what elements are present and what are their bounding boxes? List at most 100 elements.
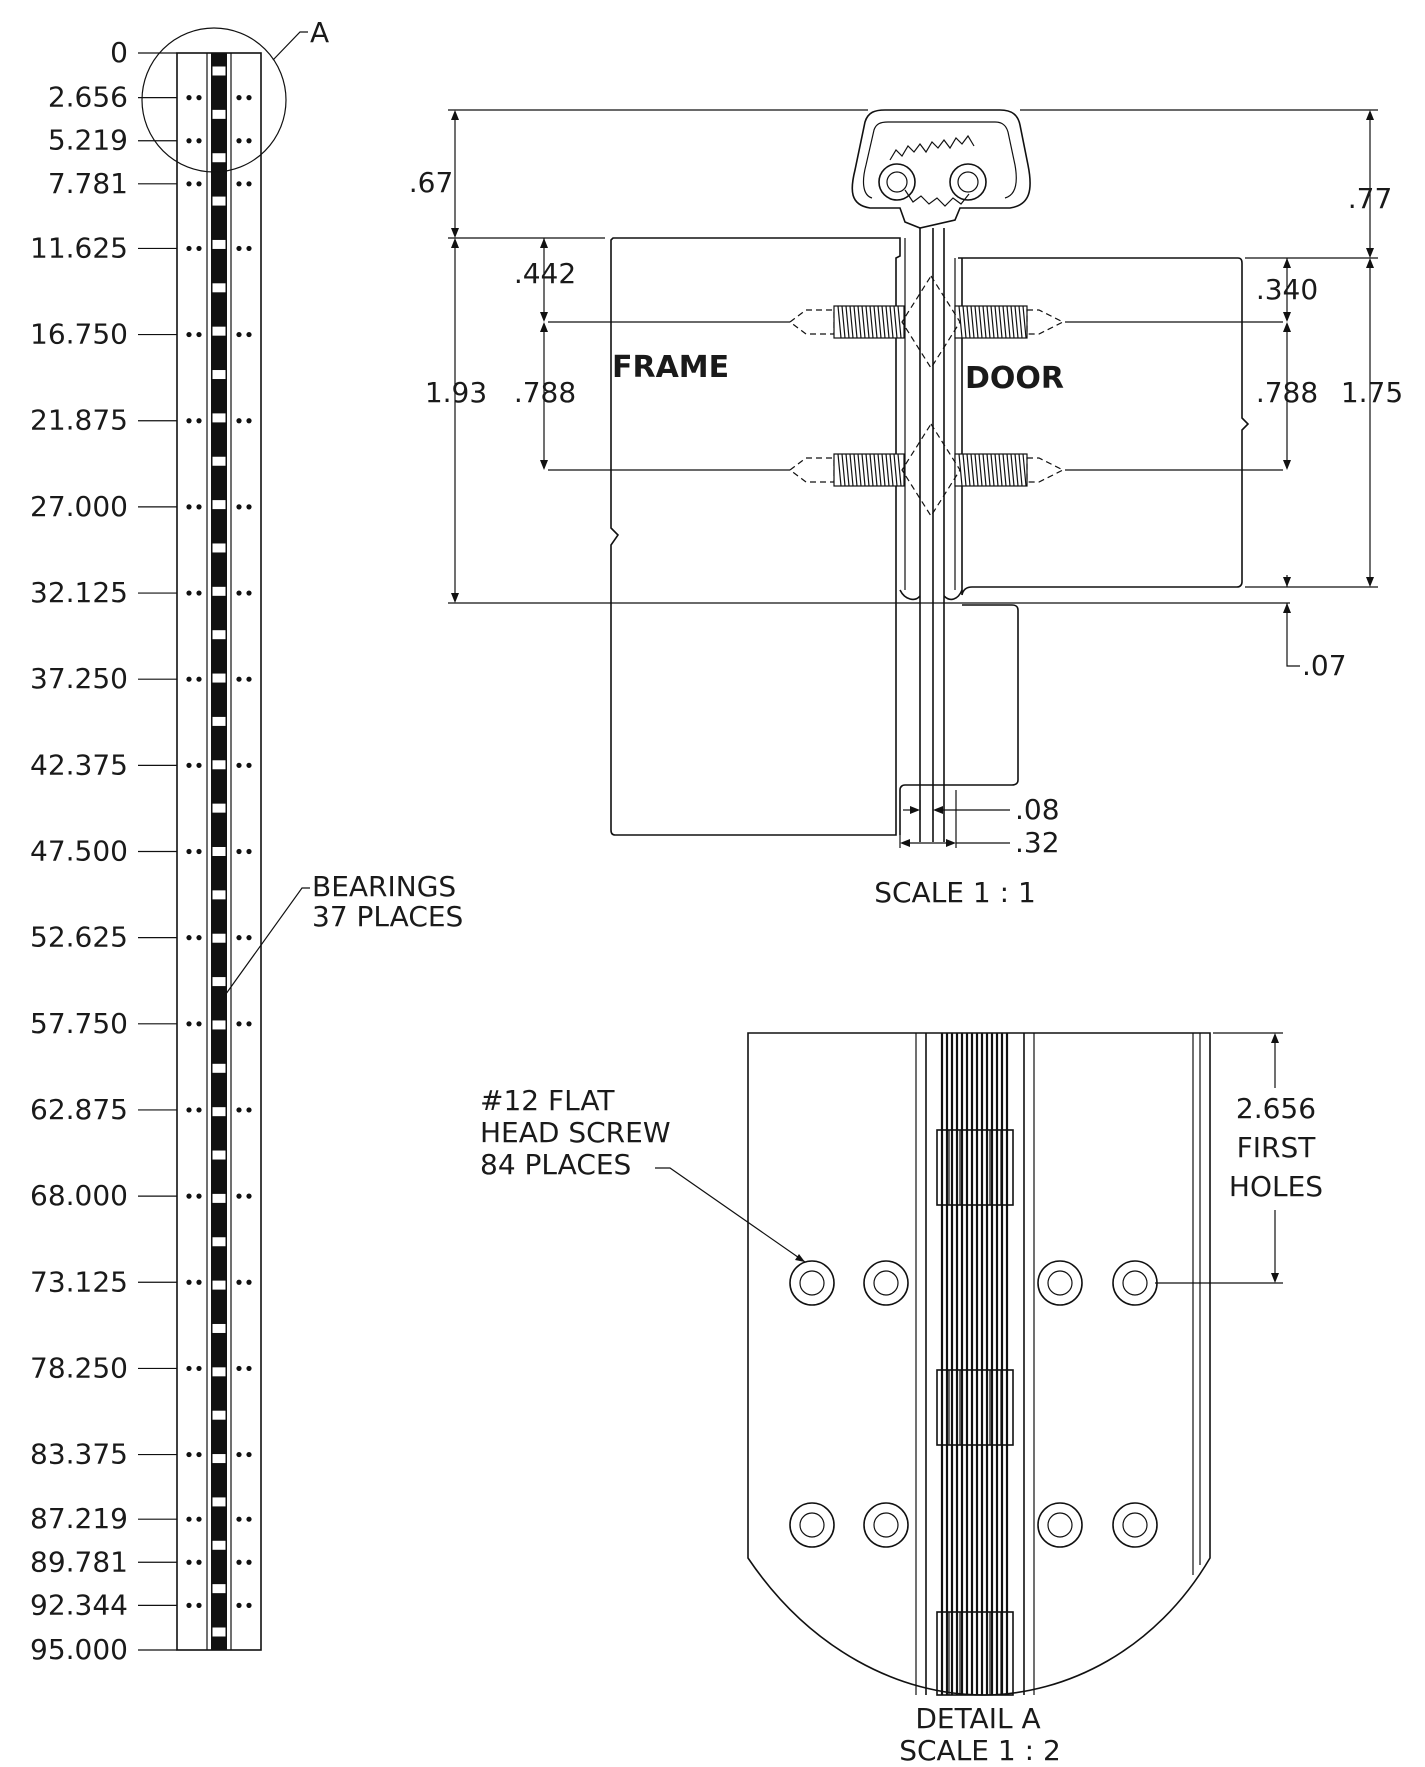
bearing-knuckle (211, 629, 227, 641)
screw-hole (246, 590, 252, 596)
bearing-knuckle (211, 369, 227, 381)
dim-bottom-gap: .07 (1302, 649, 1347, 682)
screw-hole (186, 676, 192, 682)
detail-a-outline (747, 1032, 1211, 1696)
screw-hole (186, 762, 192, 768)
screw-hole (236, 1193, 242, 1199)
station-label: 37.250 (30, 662, 128, 695)
screw-head (1112, 1502, 1158, 1548)
screw-hole (186, 95, 192, 101)
screw-hole (236, 1107, 242, 1113)
detail-callout-label: A (310, 16, 329, 49)
bearing-knuckle (211, 1236, 227, 1248)
hinge-cap (851, 109, 1031, 229)
screw-hole (186, 935, 192, 941)
bearing-knuckle (211, 889, 227, 901)
section-screws (548, 274, 1283, 518)
detail-knuckle (936, 1129, 1014, 1206)
station-label: 62.875 (30, 1093, 128, 1126)
screw-hole (246, 1365, 252, 1372)
screw-hole (196, 1451, 202, 1458)
screw-hole (196, 676, 202, 682)
screw-hole (196, 1279, 202, 1285)
detail-barrel (940, 1033, 1009, 1695)
screw-hole (186, 1193, 192, 1199)
station-label: 2.656 (48, 81, 128, 114)
bearing-knuckle (211, 1366, 227, 1378)
screw-hole (196, 95, 202, 101)
station-label: 16.750 (30, 318, 128, 351)
screw-hole (246, 1279, 252, 1285)
screw-hole (246, 935, 252, 941)
station-label: 87.219 (30, 1502, 128, 1535)
bearing-knuckle (211, 672, 227, 684)
bearing-knuckle (211, 1019, 227, 1031)
station-label: 47.500 (30, 835, 128, 868)
detail-scale: SCALE 1 : 2 (899, 1734, 1061, 1767)
screw-hole (186, 245, 192, 252)
dim-door-height: 1.75 (1341, 376, 1403, 409)
bearing-knuckle (211, 542, 227, 554)
station-label: 68.000 (30, 1179, 128, 1212)
screw-head (1112, 1260, 1158, 1306)
screw-head (789, 1260, 835, 1306)
station-label: 57.750 (30, 1007, 128, 1040)
station-leaders (138, 52, 177, 1651)
screw-hole (186, 1451, 192, 1458)
frame-label: FRAME (612, 350, 729, 385)
detail-a-circle (141, 27, 287, 173)
screw-hole (236, 1602, 242, 1608)
screw-hole (186, 1559, 192, 1565)
detail-a: #12 FLAT HEAD SCREW 84 PLACES 2.656 FIRS… (480, 1032, 1323, 1767)
screw-hole (236, 1365, 242, 1372)
screw-hole (236, 935, 242, 941)
screw-hole (246, 95, 252, 101)
screw-hole (246, 1451, 252, 1458)
dim-frame-screw-spacing: .788 (514, 376, 576, 409)
station-label: 52.625 (30, 921, 128, 954)
dim-top-left: .67 (409, 166, 454, 199)
screw-hole (246, 1107, 252, 1113)
screw-hole (196, 1193, 202, 1199)
station-label: 0 (110, 36, 128, 69)
bearing-knuckle (211, 802, 227, 814)
screw-hole (236, 95, 242, 101)
screw-hole (196, 504, 202, 510)
bearing-knuckle (211, 1453, 227, 1465)
station-label: 92.344 (30, 1588, 128, 1621)
screw-hole (196, 1559, 202, 1565)
bearing-knuckle (211, 932, 227, 944)
screw-hole (246, 1516, 252, 1522)
screw-hole (236, 1451, 242, 1458)
bearing-knuckle (211, 976, 227, 988)
screw-hole (246, 245, 252, 252)
screw-hole (186, 504, 192, 510)
screw-hole (186, 181, 192, 187)
bearing-knuckle (211, 715, 227, 727)
frame-leaf (610, 237, 901, 836)
screw-hole (236, 245, 242, 252)
station-label: 7.781 (48, 167, 128, 200)
bearing-knuckle (211, 108, 227, 120)
bearing-knuckle (211, 65, 227, 77)
station-label: 27.000 (30, 490, 128, 523)
station-label: 89.781 (30, 1545, 128, 1578)
screw-hole (246, 1193, 252, 1199)
screw-hole (236, 762, 242, 768)
screw-head (863, 1502, 909, 1548)
bearing-knuckle (211, 1626, 227, 1638)
screw-hole (196, 935, 202, 941)
screw-hole (196, 418, 202, 424)
station-label: 78.250 (30, 1351, 128, 1384)
screw-hole (246, 848, 252, 855)
bearing-knuckle (211, 152, 227, 164)
station-label: 5.219 (48, 124, 128, 157)
screw-hole (196, 1516, 202, 1522)
bearing-knuckle (211, 585, 227, 597)
screw-hole (196, 762, 202, 768)
station-label: 83.375 (30, 1438, 128, 1471)
station-labels: 02.6565.2197.78111.62516.75021.87527.000… (30, 36, 128, 1666)
screw-hole (236, 138, 242, 144)
bearing-knuckle (211, 238, 227, 250)
